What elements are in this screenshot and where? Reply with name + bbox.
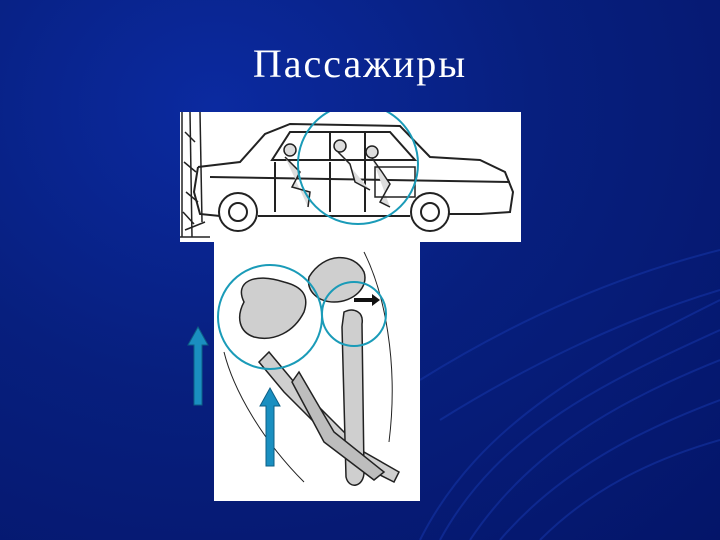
car-illustration (180, 112, 521, 242)
slide-title: Пассажиры (252, 41, 468, 86)
pelvis-illustration (214, 242, 420, 501)
force-arrow-icon-right (259, 386, 281, 467)
force-arrow-icon-left (187, 325, 209, 406)
car-highlight-circle (297, 112, 419, 225)
pelvis-highlight-circle-right (321, 281, 387, 347)
